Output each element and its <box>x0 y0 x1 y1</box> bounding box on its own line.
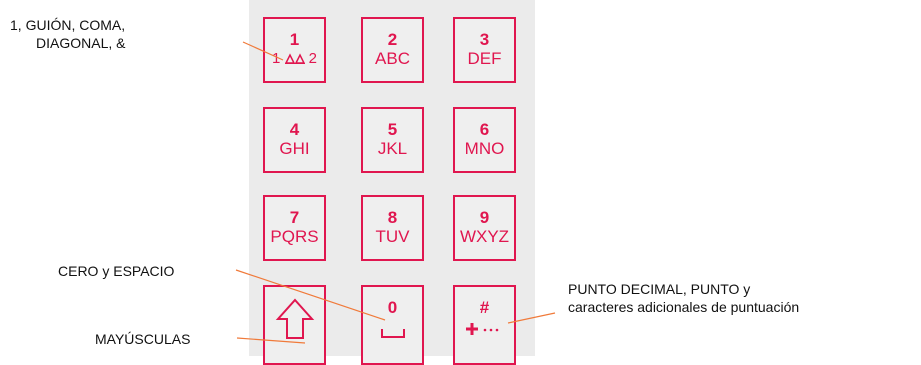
key-2[interactable]: 2 ABC <box>361 17 424 83</box>
callout-hash-key: PUNTO DECIMAL, PUNTO y caracteres adicio… <box>568 280 799 316</box>
key-8[interactable]: 8 TUV <box>361 195 424 261</box>
shift-arrow-icon <box>275 298 314 339</box>
key-6[interactable]: 6 MNO <box>453 107 516 173</box>
key-8-number: 8 <box>387 208 398 227</box>
key-4[interactable]: 4 GHI <box>263 107 326 173</box>
key-5-letters: JKL <box>377 139 408 158</box>
key-9[interactable]: 9 WXYZ <box>453 195 516 261</box>
space-bar-icon <box>380 329 405 338</box>
key-1[interactable]: 1 1 2 <box>263 17 326 83</box>
key-4-letters: GHI <box>279 139 310 158</box>
callout-hash-key-line2: caracteres adicionales de puntuación <box>568 299 800 315</box>
key-3-number: 3 <box>479 30 490 49</box>
callout-zero-key: CERO y ESPACIO <box>58 263 175 279</box>
key-7[interactable]: 7 PQRS <box>263 195 326 261</box>
callout-hash-key-line1: PUNTO DECIMAL, PUNTO y <box>568 281 751 297</box>
key-1-number: 1 <box>289 30 300 49</box>
key-6-number: 6 <box>479 120 490 139</box>
callout-line-one-key <box>242 41 284 61</box>
callout-line-shift-key <box>236 337 306 344</box>
shift-key[interactable] <box>263 285 326 365</box>
key-5-number: 5 <box>387 120 398 139</box>
key-7-letters: PQRS <box>270 227 319 246</box>
callout-shift-key: MAYÚSCULAS <box>95 331 191 347</box>
key-3-letters: DEF <box>467 49 502 68</box>
callout-one-key-line2: DIAGONAL, & <box>36 35 126 51</box>
plus-dots-icon <box>465 323 498 335</box>
key-6-letters: MNO <box>464 139 505 158</box>
key-5[interactable]: 5 JKL <box>361 107 424 173</box>
punctuation-icon <box>284 53 305 65</box>
key-9-letters: WXYZ <box>459 227 510 246</box>
callout-line-zero-key <box>235 269 386 321</box>
key-4-number: 4 <box>289 120 300 139</box>
callout-line-hash-key <box>507 312 556 324</box>
key-3[interactable]: 3 DEF <box>453 17 516 83</box>
key-0-number: 0 <box>387 298 398 317</box>
key-2-number: 2 <box>387 30 398 49</box>
key-7-number: 7 <box>289 208 300 227</box>
callout-one-key-line1: 1, GUIÓN, COMA, <box>10 17 126 33</box>
key-hash-symbol: # <box>479 298 490 317</box>
key-9-number: 9 <box>479 208 490 227</box>
key-1-symbols: 1 2 <box>271 50 318 67</box>
key-2-letters: ABC <box>375 49 410 68</box>
key-8-letters: TUV <box>375 227 410 246</box>
callout-lines <box>235 41 556 344</box>
callout-one-key: 1, GUIÓN, COMA, DIAGONAL, & <box>10 16 125 52</box>
